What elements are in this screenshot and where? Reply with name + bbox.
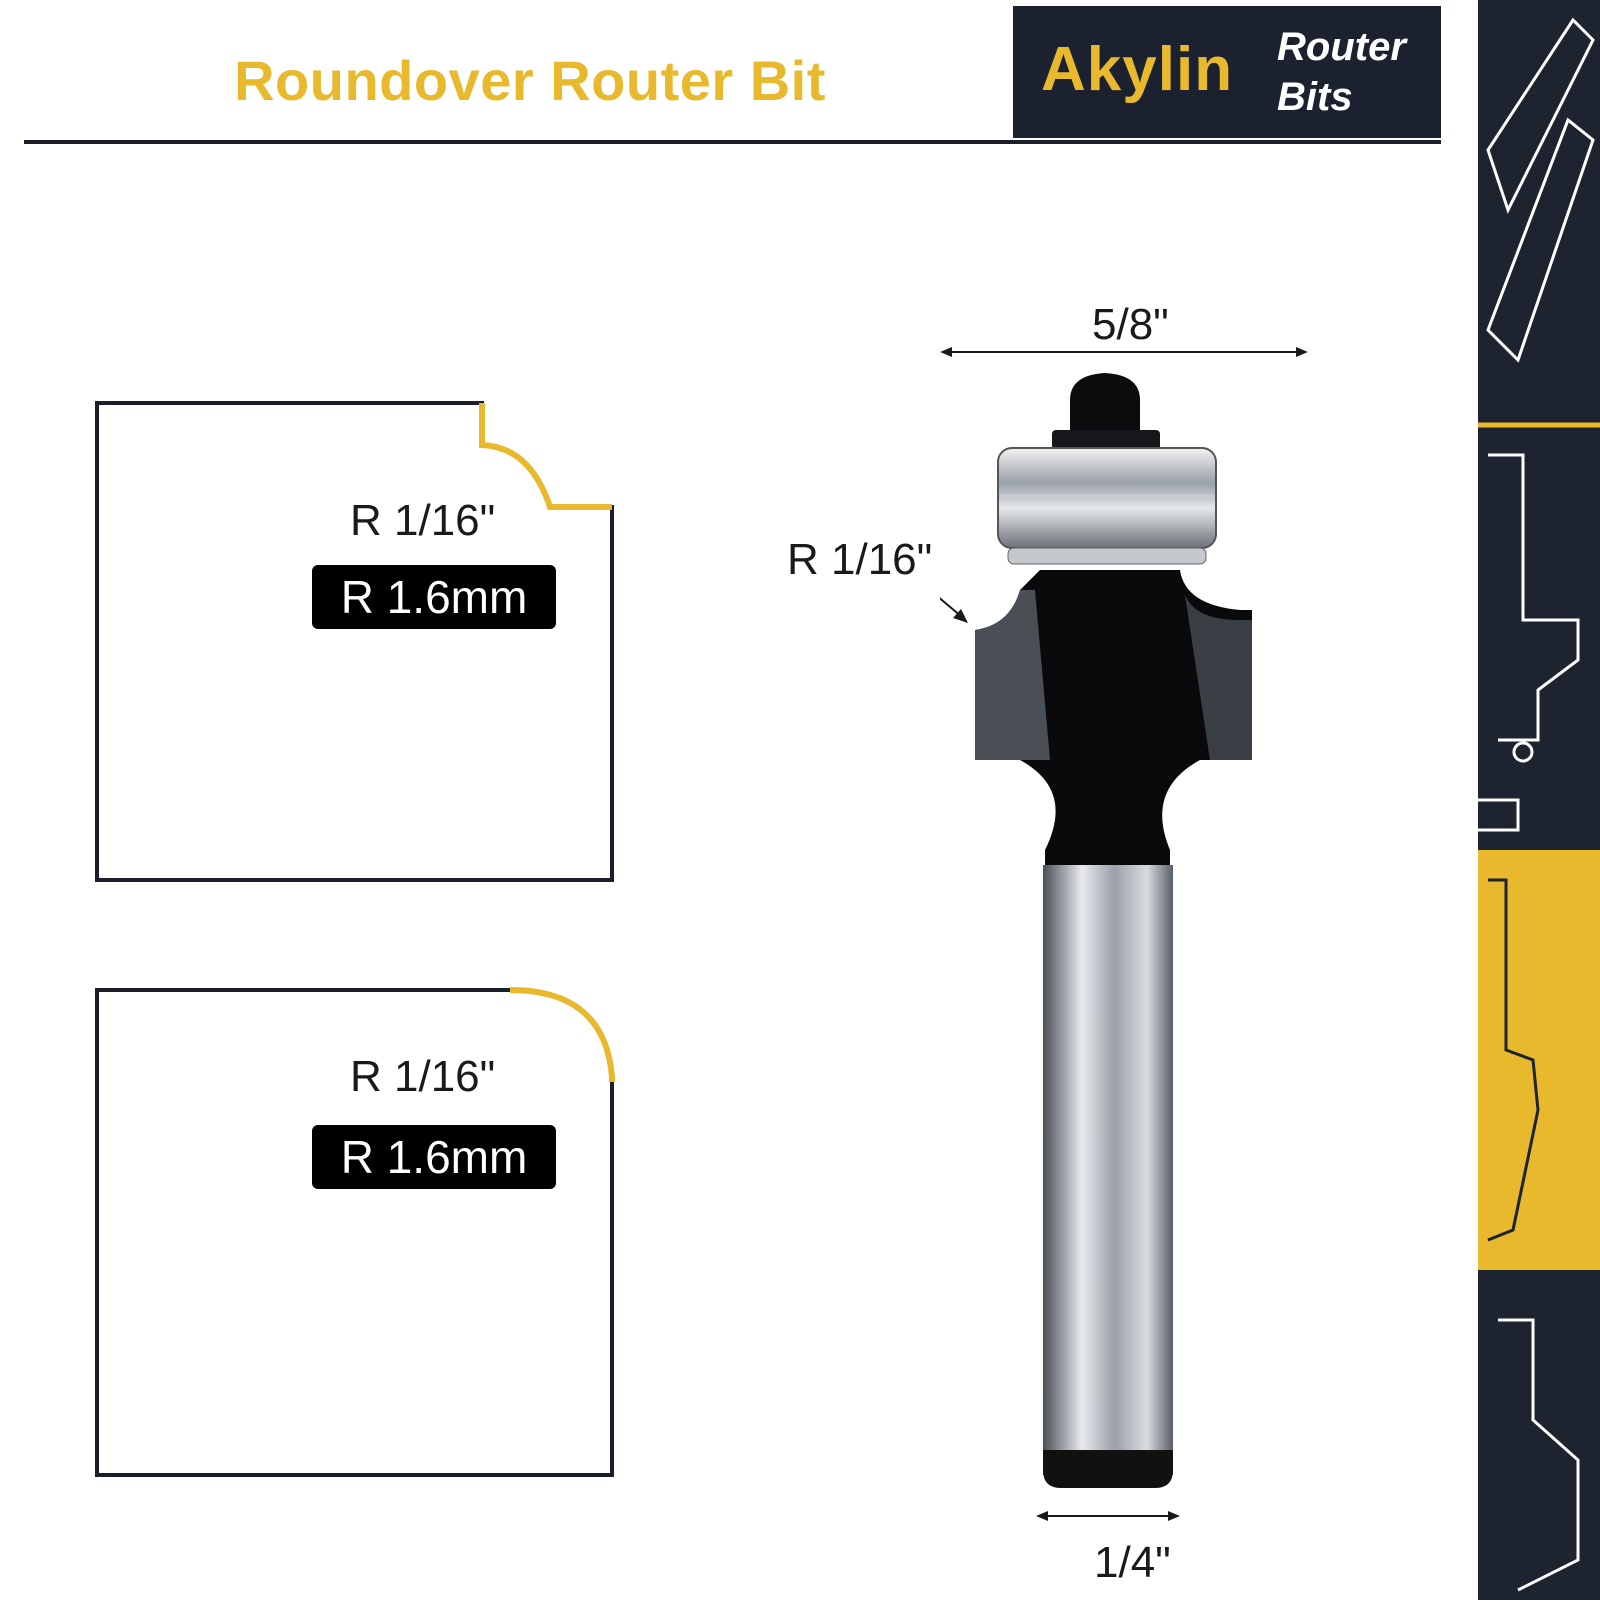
decorative-side-strip	[1478, 0, 1600, 1600]
bit-neck	[1020, 760, 1200, 870]
arrow-left-icon	[1036, 1511, 1048, 1521]
screw-head	[1070, 373, 1140, 445]
carbide-tip	[975, 590, 1050, 760]
profile-2-radius-in: R 1/16"	[350, 1052, 496, 1101]
radius-callout-line	[940, 597, 963, 618]
router-bit-illustration	[940, 347, 1308, 1521]
arrow-right-icon	[1168, 1511, 1180, 1521]
brand-tagline-line1: Router	[1277, 25, 1406, 69]
arrow-icon	[953, 609, 968, 623]
bearing-shim	[1007, 547, 1207, 565]
cove-profile-diagram	[95, 401, 614, 882]
brand-tagline: Router Bits	[1277, 22, 1406, 122]
profile-cut-highlight	[479, 403, 612, 510]
profile-cut-highlight	[509, 987, 615, 1082]
brand-name: Akylin	[1041, 35, 1234, 104]
carbide-tip	[1185, 595, 1252, 760]
brand-tagline-line2: Bits	[1277, 75, 1353, 119]
brand-logo: Akylin Router Bits	[1013, 6, 1441, 138]
radius-callout-label: R 1/16"	[787, 535, 933, 584]
shank-end	[1043, 1450, 1173, 1488]
profile-2-radius-mm-badge: R 1.6mm	[312, 1125, 556, 1189]
shank	[1043, 865, 1173, 1475]
shank-diameter-label: 1/4"	[1094, 1538, 1171, 1587]
arrow-right-icon	[1296, 347, 1308, 357]
cutting-diameter-label: 5/8"	[1092, 300, 1169, 349]
profile-1-radius-mm-badge: R 1.6mm	[312, 565, 556, 629]
roundover-profile-diagram	[95, 987, 615, 1477]
screw-washer	[1052, 430, 1160, 450]
arrow-left-icon	[940, 347, 952, 357]
header-divider	[24, 140, 1441, 144]
page-title: Roundover Router Bit	[234, 49, 826, 112]
profile-1-radius-in: R 1/16"	[350, 496, 496, 545]
router-bit-silhouettes-graphic	[1478, 17, 1600, 1592]
